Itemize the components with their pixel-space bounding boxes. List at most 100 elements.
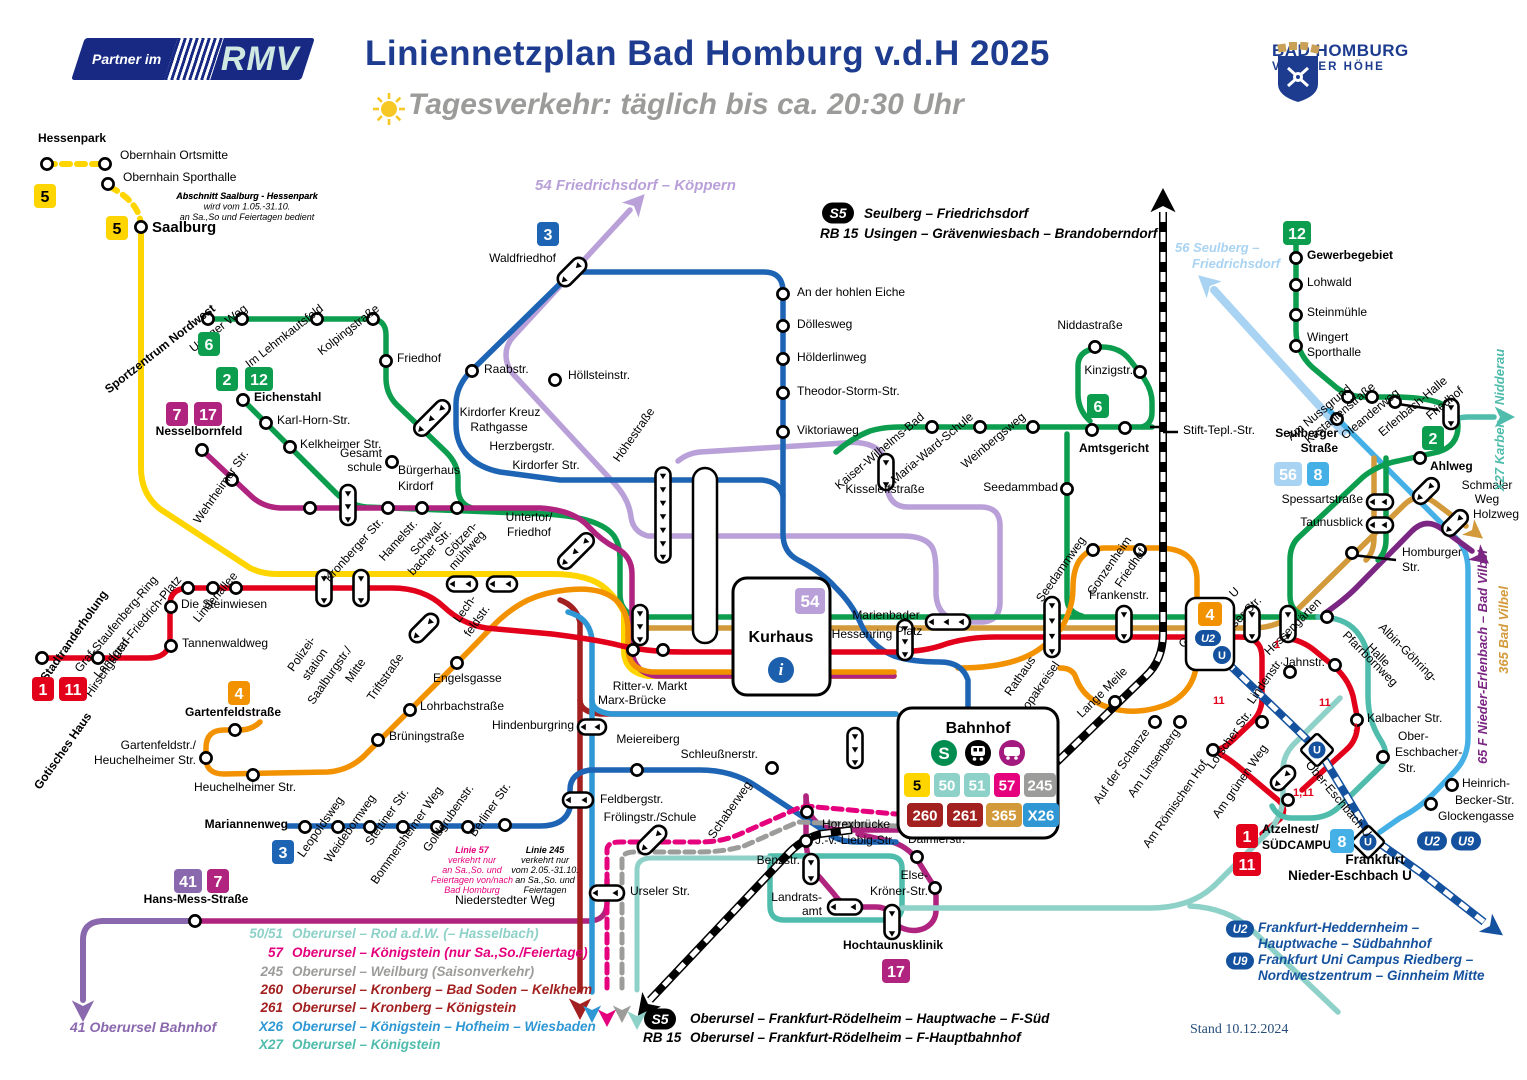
transit-line: [833, 424, 1155, 455]
svg-text:U2: U2: [1424, 835, 1440, 849]
station-label: Triftstraße: [364, 650, 407, 703]
svg-text:U2: U2: [1201, 633, 1215, 645]
station-dot: [164, 600, 178, 614]
rmv-stripes-icon: [164, 38, 225, 80]
station-dot: [1388, 395, 1402, 409]
svg-text:54: 54: [801, 592, 820, 611]
station-label: 1: [1353, 722, 1359, 734]
interchange-capsule: [654, 466, 672, 564]
station-dot: [1445, 778, 1459, 792]
station-label: 56 Seulberg –: [1175, 240, 1260, 255]
station-label: an Sa.,So. und: [515, 875, 576, 885]
svg-text:Kurhaus: Kurhaus: [749, 629, 814, 646]
station-dot: [1289, 308, 1303, 322]
station-dot: [35, 651, 49, 665]
line-arrow: [612, 1005, 632, 1023]
station-dot: [201, 312, 215, 326]
station-label: Hochtaunusklinik: [843, 938, 943, 952]
station-dot: [1085, 423, 1099, 437]
station-label: Atzelnest/: [1262, 822, 1319, 836]
station-dot: [630, 763, 644, 777]
interchange-capsule: [412, 398, 452, 438]
station-label: Marx-Brücke: [598, 693, 666, 707]
station-label: Benzstr.: [757, 853, 800, 867]
station-label: Oberursel – Frankfurt-Rödelheim – Hauptw…: [690, 1011, 1050, 1026]
station-label: verkehrt nur: [448, 855, 497, 865]
station-label: Frölingstr./Schule: [604, 810, 697, 824]
line-badge: 3: [537, 222, 559, 246]
station-dot: [381, 501, 395, 515]
line-badge: 2: [1422, 426, 1444, 450]
station-dot: [498, 818, 512, 832]
line-badge: 54: [795, 588, 825, 614]
station-label: Steinmühle: [1307, 305, 1367, 319]
line-badge: 50: [934, 773, 960, 797]
station-label: Viktoriaweg: [797, 423, 859, 437]
station-dot: [1365, 390, 1379, 404]
station-label: Straße: [1301, 441, 1339, 455]
station-dot: [164, 639, 178, 653]
transit-line: [1363, 455, 1377, 563]
interchange-capsule: [1411, 476, 1441, 506]
station-label: Bad Homburg: [444, 885, 500, 895]
station-dot: [1376, 750, 1390, 764]
station-dot: [188, 914, 202, 928]
station-label: Oberursel – Kronberg – Königstein: [292, 1000, 516, 1015]
station-label: Nordwestzentrum – Ginnheim Mitte: [1258, 968, 1485, 983]
line-badge: 2: [216, 367, 238, 391]
station-label: Hölderlinweg: [797, 350, 866, 364]
station-label: Amtsgericht: [1079, 441, 1149, 455]
station-label: Niddastraße: [1057, 318, 1123, 332]
svg-text:3: 3: [279, 845, 288, 862]
interchange-capsule: [588, 884, 626, 902]
rmv-wordmark: RMV: [221, 39, 300, 78]
station-dot: [465, 364, 479, 378]
interchange-capsule: [1365, 493, 1395, 511]
transit-line: [138, 223, 897, 679]
line-pill-badge: U9: [1451, 831, 1481, 851]
station-label: verkehrt nur: [521, 855, 570, 865]
station-label: Ritter-v. Markt: [613, 679, 688, 693]
station-dot: [973, 420, 987, 434]
station-label: Im Lehmkautsfeld: [243, 301, 326, 370]
line-arrow: [1468, 544, 1490, 564]
station-label: Holzweg: [1473, 507, 1519, 521]
station-dot: [379, 354, 393, 368]
line-badge: 11: [1233, 852, 1261, 876]
station-label: Seedammweg: [1033, 534, 1088, 605]
header: Partner im RMV Liniennetzplan Bad Hombur…: [0, 0, 1527, 130]
station-label: Weg: [1475, 492, 1499, 506]
station-label: Gartenfeldstraße: [185, 705, 281, 719]
line-badge: 261: [947, 803, 983, 827]
station-label: Else-: [901, 868, 928, 882]
station-label: Feldbergstr.: [600, 792, 663, 806]
station-dot: [246, 768, 260, 782]
station-dot: [548, 373, 562, 387]
station-label: Heinrich-: [1462, 776, 1510, 790]
station-label: Linie 57: [455, 845, 490, 855]
station-label: Theodor-Storm-Str.: [797, 384, 900, 398]
svg-text:Bahnhof: Bahnhof: [946, 720, 1012, 737]
station-dot: [1341, 390, 1355, 404]
line-badge: 6: [1087, 394, 1109, 418]
svg-text:4: 4: [1206, 607, 1215, 624]
interchange-capsule: [1043, 595, 1061, 659]
station-label: X26: [258, 1019, 284, 1034]
station-dot: [235, 312, 249, 326]
station-label: 50/51: [249, 926, 283, 941]
line-badge: 41: [174, 869, 202, 893]
station-dot: [1060, 482, 1074, 496]
station-dot: [430, 820, 444, 834]
station-label: 65 F Nieder-Erlenbach – Bad Vilbel: [1475, 550, 1490, 764]
svg-text:1: 1: [1243, 829, 1252, 846]
station-dot: [259, 416, 273, 430]
page-subtitle: Tagesverkehr: täglich bis ca. 20:30 Uhr: [408, 88, 964, 121]
station-dot: [1289, 339, 1303, 353]
line-badge: 56: [1274, 462, 1302, 486]
interchange-capsule: [352, 568, 370, 608]
transit-line: [80, 918, 198, 1003]
station-label: Oberursel – Königstein – Hofheim – Wiesb…: [292, 1019, 596, 1034]
station-label: 54 Friedrichsdorf – Köppern: [535, 177, 736, 194]
station-label: Tannenwaldweg: [182, 636, 268, 650]
